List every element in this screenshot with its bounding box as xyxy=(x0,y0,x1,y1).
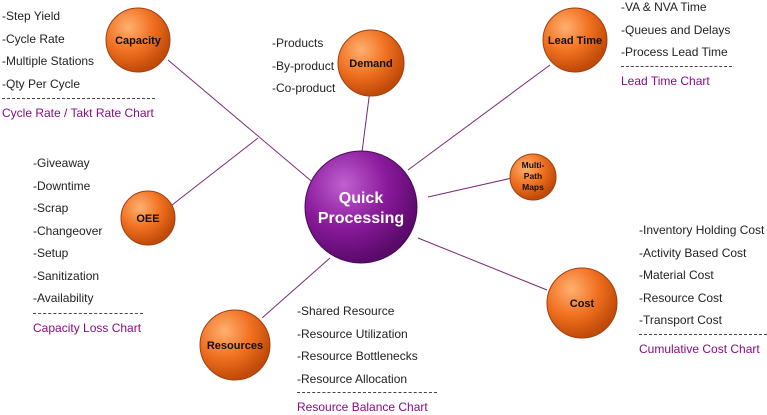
list-item: -Giveaway xyxy=(33,156,90,170)
list-item: -Downtime xyxy=(33,178,91,193)
list-item: -Resource Allocation xyxy=(297,371,408,386)
node-resources[interactable]: Resources xyxy=(199,309,271,381)
lead-time-divider xyxy=(621,66,732,67)
demand-list: -Products -By-product -Co-product xyxy=(272,32,335,100)
connector-resources xyxy=(261,257,331,319)
center-node[interactable]: Quick Processing xyxy=(304,150,418,264)
list-item: -Queues and Delays xyxy=(621,22,731,37)
connector-capacity xyxy=(167,59,317,186)
list-item: -Resource Bottlenecks xyxy=(297,349,418,363)
capacity-list: -Step Yield -Cycle Rate -Multiple Statio… xyxy=(2,5,94,95)
list-item: -Inventory Holding Cost xyxy=(639,223,765,237)
node-capacity[interactable]: Capacity xyxy=(105,7,171,73)
list-item: -Resource Cost xyxy=(639,290,723,305)
resources-list: -Shared Resource -Resource Utilization -… xyxy=(297,300,418,390)
list-item: -Scrap xyxy=(33,201,69,215)
node-oee-label: OEE xyxy=(136,213,159,225)
node-cost-label: Cost xyxy=(570,298,595,310)
list-item: -Transport Cost xyxy=(639,313,722,327)
node-lead-time-label: Lead Time xyxy=(548,35,602,47)
center-label-line2: Processing xyxy=(318,210,404,227)
list-item: -Setup xyxy=(33,246,69,260)
resources-divider xyxy=(297,392,437,393)
lead-time-list: -VA & NVA Time -Queues and Delays -Proce… xyxy=(621,0,730,64)
list-item: -Activity Based Cost xyxy=(639,245,747,260)
cost-list: -Inventory Holding Cost -Activity Based … xyxy=(639,219,764,332)
connector-demand xyxy=(361,89,371,153)
oee-list: -Giveaway -Downtime -Scrap -Changeover -… xyxy=(33,152,102,310)
list-item: -Cycle Rate xyxy=(2,31,65,46)
list-item: -Availability xyxy=(33,291,94,305)
cost-chart-link[interactable]: Cumulative Cost Chart xyxy=(639,342,760,356)
oee-divider xyxy=(33,313,143,314)
list-item: -Multiple Stations xyxy=(2,54,95,68)
node-oee[interactable]: OEE xyxy=(120,190,176,246)
center-label-line1: Quick xyxy=(339,190,384,207)
list-item: -Step Yield xyxy=(2,9,61,23)
list-item: -Process Lead Time xyxy=(621,45,728,59)
connector-lead-time xyxy=(407,64,551,171)
cost-divider xyxy=(639,334,767,335)
list-item: -Material Cost xyxy=(639,268,714,282)
node-cost[interactable]: Cost xyxy=(546,267,618,339)
list-item: -Qty Per Cycle xyxy=(2,76,81,91)
list-item: -Changeover xyxy=(33,223,103,238)
oee-chart-link[interactable]: Capacity Loss Chart xyxy=(33,321,142,335)
node-multi-path-maps[interactable]: Multi- Path Maps xyxy=(509,153,557,201)
node-multi-path-line2: Path xyxy=(524,171,542,181)
list-item: -Sanitization xyxy=(33,268,100,283)
node-demand[interactable]: Demand xyxy=(337,29,405,97)
capacity-chart-link[interactable]: Cycle Rate / Takt Rate Chart xyxy=(2,106,154,120)
list-item: -VA & NVA Time xyxy=(621,0,707,14)
list-item: -Shared Resource xyxy=(297,304,395,318)
list-item: -By-product xyxy=(272,58,335,73)
list-item: -Products xyxy=(272,36,324,50)
connector-multi-path xyxy=(427,177,513,198)
list-item: -Co-product xyxy=(272,81,336,95)
resources-chart-link[interactable]: Resource Balance Chart xyxy=(297,400,428,414)
node-capacity-label: Capacity xyxy=(115,35,162,47)
node-demand-label: Demand xyxy=(349,58,392,70)
node-resources-label: Resources xyxy=(207,340,263,352)
capacity-divider xyxy=(2,98,155,99)
connector-cost xyxy=(417,237,548,291)
node-multi-path-line3: Maps xyxy=(522,182,544,192)
list-item: -Resource Utilization xyxy=(297,326,408,341)
node-lead-time[interactable]: Lead Time xyxy=(542,7,608,73)
lead-time-chart-link[interactable]: Lead Time Chart xyxy=(621,74,710,88)
node-multi-path-line1: Multi- xyxy=(522,160,545,170)
connector-oee xyxy=(171,137,259,206)
